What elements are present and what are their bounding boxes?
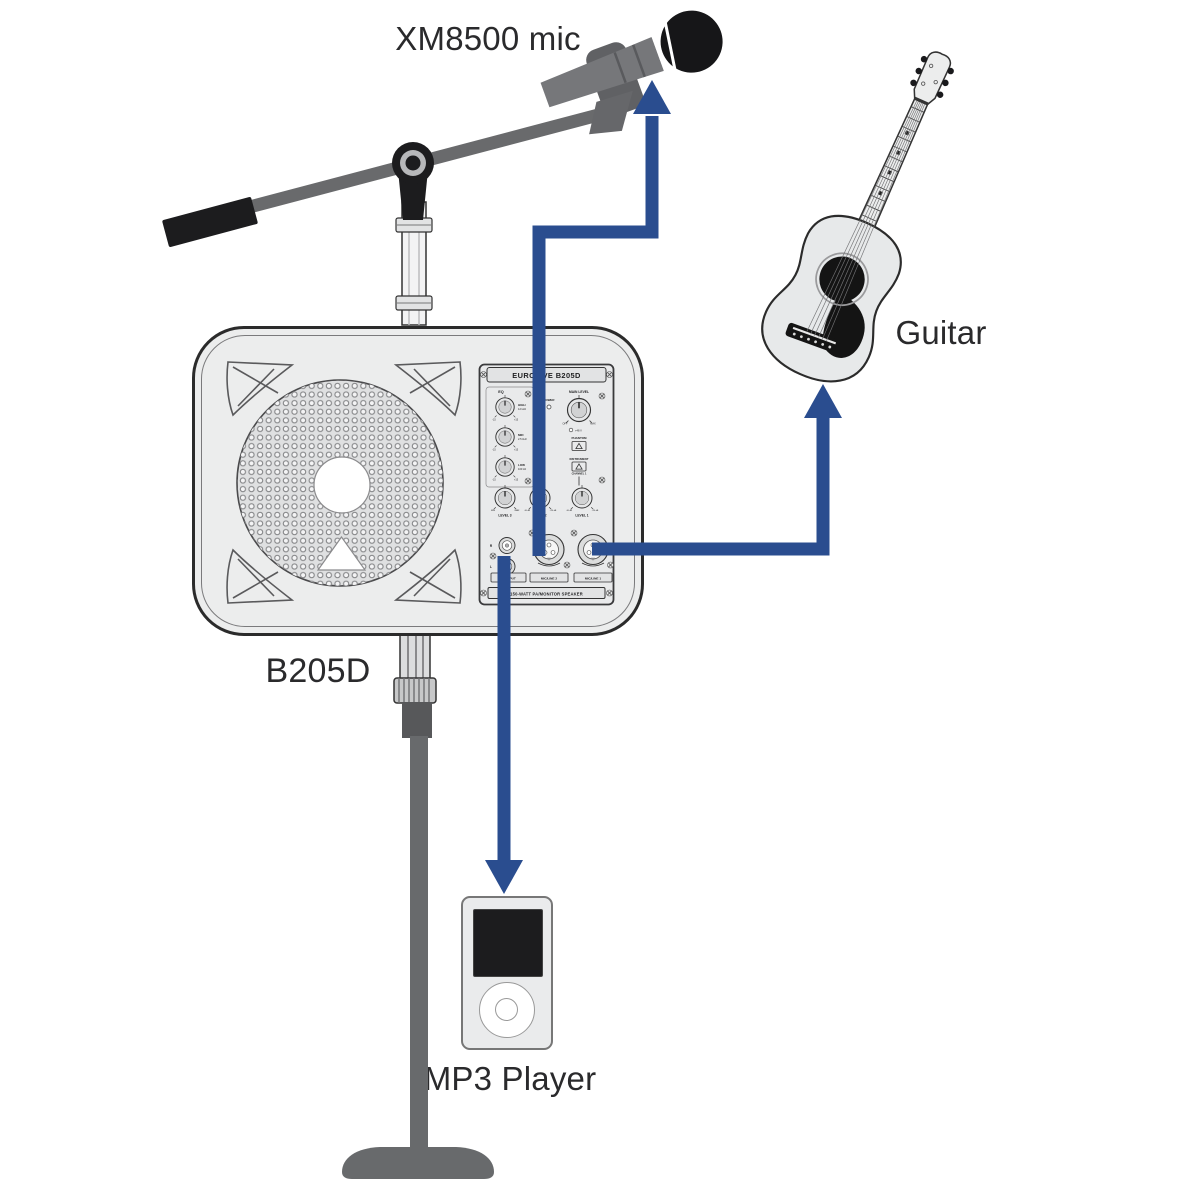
cd-input-l-jack[interactable] xyxy=(498,558,516,575)
corner-bracket-tl xyxy=(226,361,295,417)
level1-max: +10 dB xyxy=(592,510,599,512)
guitar-tuners xyxy=(910,55,954,98)
guitar-headstock xyxy=(913,51,952,106)
grille-triangle xyxy=(316,535,367,571)
level3-min: MIN xyxy=(491,510,495,512)
cd-input-r-jack[interactable] xyxy=(498,537,516,554)
main-level-label: MAIN LEVEL xyxy=(569,390,589,394)
phantom-led xyxy=(568,427,574,433)
mic-line-2-label: MIC/LINE 2 xyxy=(541,576,557,580)
mp3-click-wheel[interactable] xyxy=(479,982,535,1038)
screw-icon xyxy=(480,371,487,378)
mic-line-1-label: MIC/LINE 1 xyxy=(585,576,601,580)
phantom-led-label: +48 V xyxy=(575,429,582,433)
cd-l-label: L xyxy=(490,565,492,569)
guitar-inlays xyxy=(877,130,910,196)
screw-icon xyxy=(563,561,571,569)
guitar-nut xyxy=(913,96,929,106)
screw-icon xyxy=(570,529,578,537)
level1-min: -10 dB xyxy=(566,510,573,512)
guitar-frets xyxy=(861,106,925,222)
screw-icon xyxy=(489,552,497,560)
mp3-screen xyxy=(473,909,543,977)
mic-line-2-jack[interactable] xyxy=(533,533,565,566)
grille-center-cap xyxy=(313,456,371,514)
level3-max: MAX xyxy=(515,509,520,512)
eq-mid-max: +15 xyxy=(514,449,519,452)
stand-upper-pole xyxy=(395,201,433,326)
brand-text: EUROLIVE B205D xyxy=(512,371,581,380)
cd-input-label: CD INPUT xyxy=(501,576,516,580)
boom-clamp xyxy=(392,142,434,220)
screw-icon xyxy=(528,529,536,537)
phantom-label: PHANTOM xyxy=(571,436,587,440)
corner-bracket-bl xyxy=(226,548,295,604)
footer-text: 150-WATT PA/MONITOR SPEAKER xyxy=(510,591,583,596)
screw-icon xyxy=(598,476,606,484)
eq-low-min: -15 xyxy=(492,479,496,482)
control-panel: EUROLIVE B205D EQ HIGH 12 kHz -15 +15 MI… xyxy=(478,363,615,606)
screw-icon xyxy=(598,392,606,400)
eq-low-max: +15 xyxy=(514,479,519,482)
mp3-player xyxy=(461,896,553,1050)
level2-label: LEVEL 2 xyxy=(533,514,546,518)
cd-r-label: R xyxy=(490,544,493,548)
boom-counterweight xyxy=(162,197,258,247)
screw-icon xyxy=(606,589,613,597)
main-level-min: OFF xyxy=(563,423,568,426)
stand-pole xyxy=(410,736,428,1154)
eq-mid-label: MID xyxy=(518,433,524,437)
level3-label: LEVEL 3 xyxy=(498,514,511,518)
footer-plate xyxy=(487,587,606,599)
screw-icon xyxy=(607,561,614,569)
eq-high-freq: 12 kHz xyxy=(518,407,527,411)
guitar-neck xyxy=(855,97,929,233)
eq-mid-min: -15 xyxy=(492,449,496,452)
eq-high-min: -15 xyxy=(492,419,496,422)
speaker-grille xyxy=(236,379,444,587)
screw-icon xyxy=(524,390,532,398)
stand-adapter xyxy=(402,702,432,738)
eq-title: EQ xyxy=(498,390,504,394)
main-level-max: MAX xyxy=(590,423,596,426)
stand-upper-tube xyxy=(399,631,431,683)
guitar-strings xyxy=(806,100,925,341)
guitar-bridge xyxy=(785,322,842,354)
mic-label: XM8500 mic xyxy=(395,20,581,57)
stand-clutch xyxy=(393,677,437,704)
corner-bracket-tr xyxy=(393,361,462,417)
level2-min: -10 dB xyxy=(524,510,531,512)
eq-high-max: +15 xyxy=(514,419,519,422)
guitar-illustration xyxy=(761,51,954,383)
mic-windscreen xyxy=(660,10,723,73)
level1-label: LEVEL 1 xyxy=(575,514,588,518)
screw-icon xyxy=(480,589,487,597)
level2-max: +10 dB xyxy=(550,510,557,512)
mic-line-1-jack[interactable] xyxy=(577,533,609,566)
power-label: POWER xyxy=(544,398,556,402)
guitar-rosette xyxy=(815,252,869,306)
corner-bracket-br xyxy=(393,548,462,604)
screw-icon xyxy=(524,477,532,485)
microphone xyxy=(540,10,723,135)
mp3-label: MP3 Player xyxy=(423,1060,597,1097)
power-led xyxy=(546,404,552,410)
screw-icon xyxy=(606,371,613,378)
mic-stand-upper xyxy=(162,10,723,326)
instrument-channel-label: CHANNEL 1 xyxy=(572,472,587,476)
mic-stand-lower xyxy=(342,631,494,1179)
stand-base xyxy=(342,1147,494,1179)
eq-mid-freq: 2.5 kHz xyxy=(518,437,527,441)
speaker-model-label: B205D xyxy=(265,652,371,690)
mic-body xyxy=(540,37,664,108)
eq-low-label: LOW xyxy=(518,463,525,467)
mp3-wheel-center-button[interactable] xyxy=(495,998,518,1021)
instrument-label: INSTRUMENT xyxy=(570,457,589,461)
eq-high-label: HIGH xyxy=(518,403,526,407)
eq-low-freq: 100 Hz xyxy=(518,467,527,471)
guitar-label: Guitar xyxy=(895,314,987,351)
